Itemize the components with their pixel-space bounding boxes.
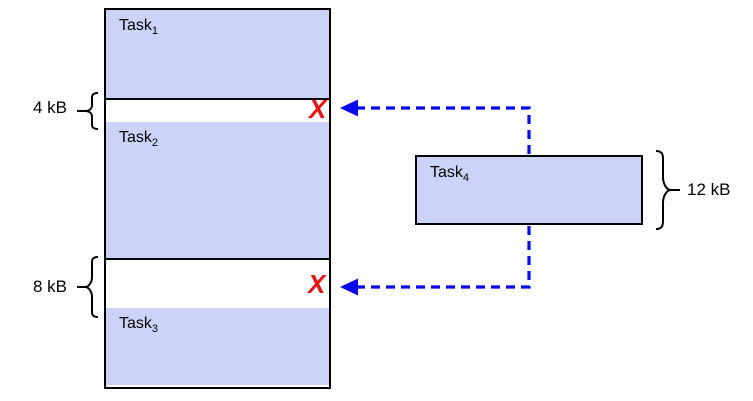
task1-block: Task1 xyxy=(106,10,329,100)
task4-block: Task4 xyxy=(415,155,643,225)
task2-label: Task2 xyxy=(119,129,159,150)
task1-label: Task1 xyxy=(119,17,159,38)
arrow-to-4kb-gap-icon xyxy=(340,99,531,154)
memory-column: Task1 Task2 Task3 xyxy=(104,8,331,389)
task3-block: Task3 xyxy=(106,308,329,385)
reject-x-4kb-icon: X xyxy=(309,94,327,124)
brace-12kb-icon xyxy=(655,150,680,230)
gap-4kb-size-label: 4 kB xyxy=(32,98,67,117)
task4-size-label: 12 kB xyxy=(687,180,731,199)
reject-x-8kb-icon: X xyxy=(308,269,326,299)
arrow-to-8kb-gap-icon xyxy=(340,226,531,296)
brace-4kb-icon xyxy=(77,92,99,130)
task4-label: Task4 xyxy=(430,164,470,185)
gap-8kb xyxy=(106,260,329,308)
task2-block: Task2 xyxy=(106,122,329,260)
gap-8kb-size-label: 8 kB xyxy=(32,277,67,296)
task3-label: Task3 xyxy=(119,315,159,336)
brace-8kb-icon xyxy=(77,256,99,318)
gap-4kb xyxy=(106,100,329,122)
